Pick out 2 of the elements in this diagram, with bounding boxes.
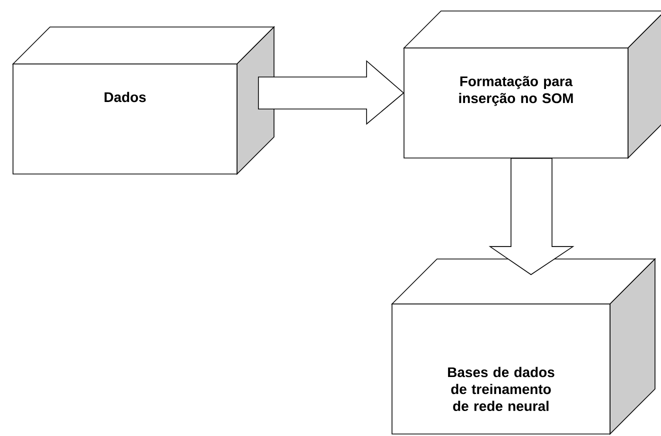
block-arrow — [258, 60, 404, 125]
block-arrow — [488, 158, 574, 276]
